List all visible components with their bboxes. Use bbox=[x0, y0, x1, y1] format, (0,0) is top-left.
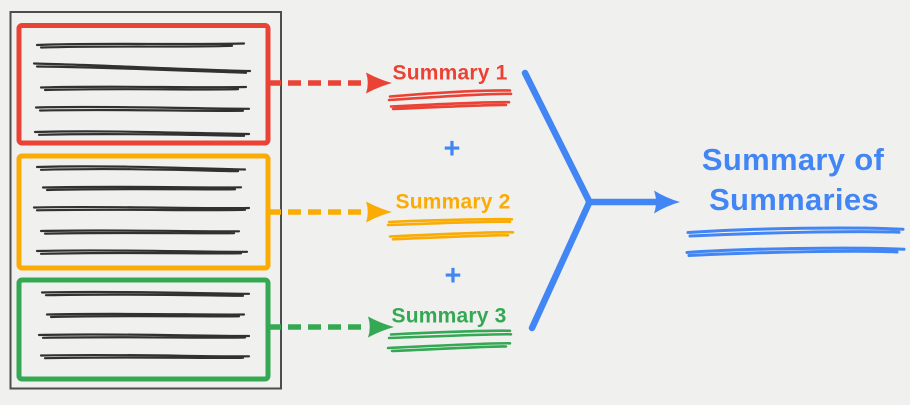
section-text-line bbox=[32, 62, 252, 74]
green-arrowhead-icon bbox=[368, 316, 394, 338]
result-label-line-1: Summary of bbox=[702, 142, 885, 177]
section-text-line bbox=[33, 130, 251, 137]
merge-arrow bbox=[521, 69, 680, 332]
section-text-line bbox=[40, 290, 251, 297]
summary-2-label: Summary 2 bbox=[395, 191, 510, 214]
document-section-green bbox=[16, 277, 271, 382]
document-section-red bbox=[16, 23, 271, 146]
section-text-line bbox=[45, 312, 246, 319]
merge-branch-bottom bbox=[528, 199, 593, 332]
section-text-line bbox=[35, 249, 249, 255]
section-text-line bbox=[39, 229, 241, 235]
summary-3-label: Summary 3 bbox=[391, 305, 506, 328]
source-document-frame bbox=[9, 11, 282, 390]
section-text-line bbox=[39, 353, 251, 360]
section-text-line bbox=[35, 165, 247, 173]
section-text-line bbox=[39, 85, 248, 92]
plus-sign-2: + bbox=[445, 260, 462, 292]
section-text-line bbox=[32, 205, 251, 212]
plus-sign-1: + bbox=[444, 133, 461, 165]
orange-arrowhead-icon bbox=[366, 201, 392, 223]
summary-2-scribble bbox=[386, 217, 515, 241]
orange-dashed-arrow bbox=[268, 201, 392, 223]
red-dashed-arrow bbox=[268, 72, 392, 94]
summary-3-scribble bbox=[386, 329, 513, 353]
red-arrowhead-icon bbox=[366, 72, 392, 94]
document-section-orange bbox=[16, 153, 271, 271]
section-text-line bbox=[41, 185, 243, 192]
section-text-line bbox=[34, 105, 251, 112]
summary-1-scribble bbox=[387, 89, 513, 111]
section-text-line bbox=[37, 333, 251, 339]
merge-arrowhead-icon bbox=[654, 190, 680, 214]
summary-1-label: Summary 1 bbox=[392, 62, 507, 85]
section-text-line bbox=[35, 42, 246, 49]
result-scribble bbox=[685, 226, 906, 257]
green-dashed-arrow bbox=[268, 316, 394, 338]
merge-branch-top bbox=[521, 69, 593, 205]
result-label-line-2: Summaries bbox=[709, 182, 879, 217]
